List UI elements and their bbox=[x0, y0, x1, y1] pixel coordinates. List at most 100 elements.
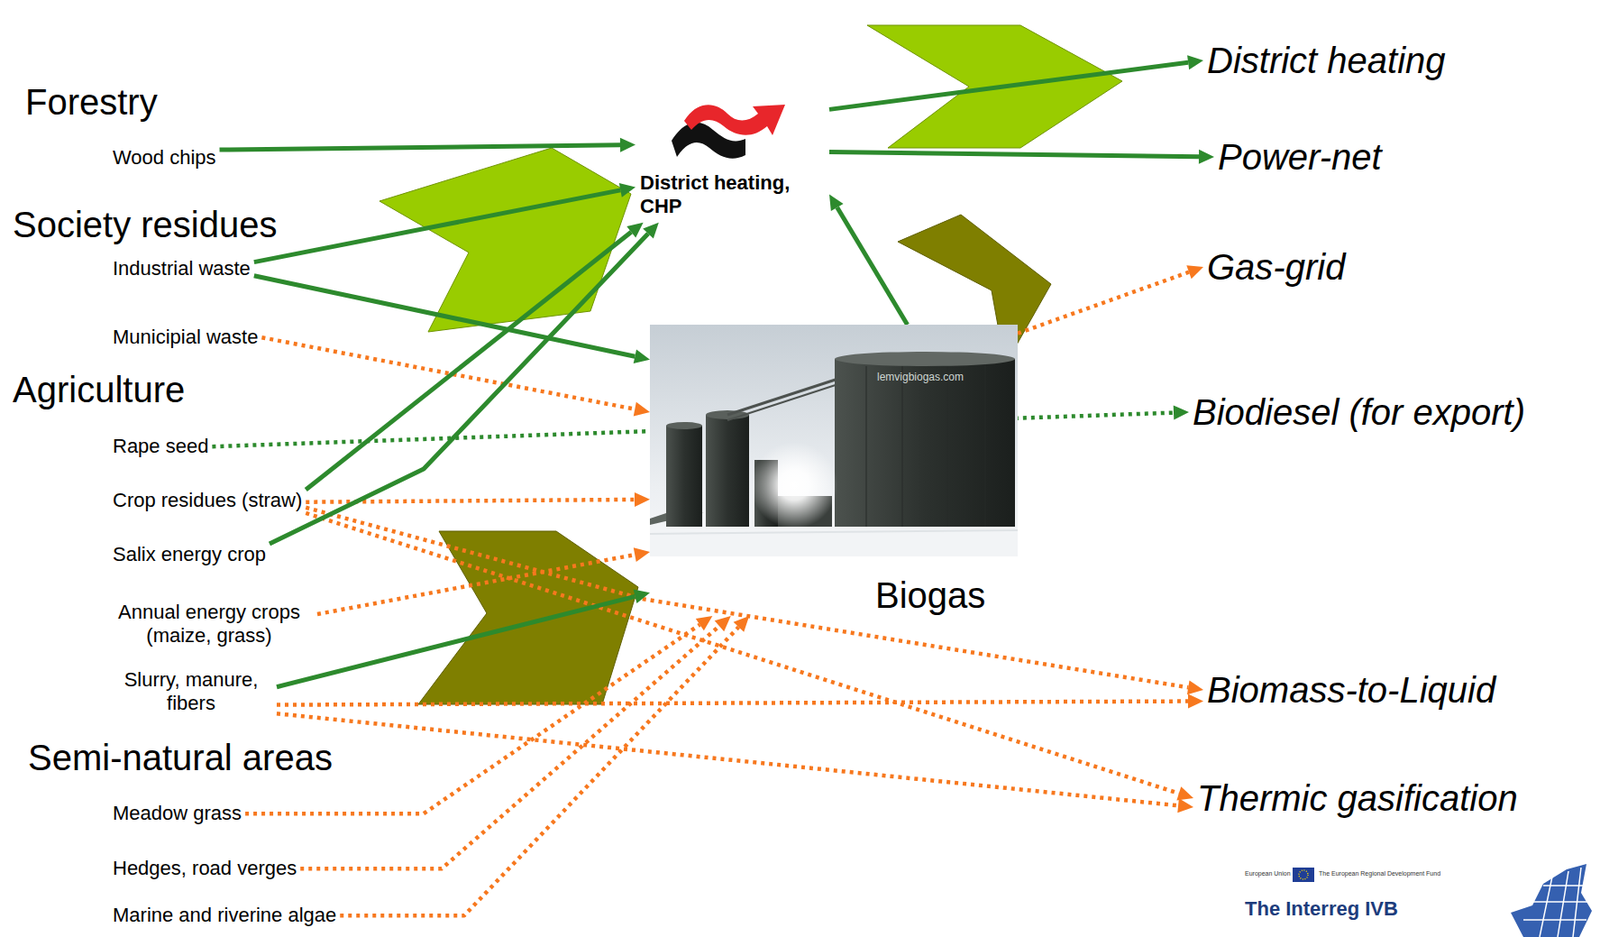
biogas-plant-photo bbox=[649, 324, 1018, 557]
arrow-head bbox=[1198, 149, 1215, 165]
arrow-head bbox=[633, 589, 650, 604]
source-item: Meadow grass bbox=[109, 799, 246, 827]
flow-line bbox=[317, 554, 635, 614]
flow-arrow bbox=[245, 615, 713, 814]
arrow-head bbox=[634, 492, 650, 507]
flow-line bbox=[837, 207, 908, 325]
node-text: District heating bbox=[1206, 39, 1446, 82]
arrow-head bbox=[633, 348, 650, 364]
flow-line bbox=[261, 337, 635, 409]
flow-arrow bbox=[269, 222, 659, 544]
flow-arrow bbox=[829, 149, 1215, 165]
source-item: Crop residues (straw) bbox=[109, 486, 306, 514]
arrow-head bbox=[1186, 265, 1204, 279]
flow-line bbox=[1017, 272, 1189, 334]
flow-line bbox=[829, 151, 1199, 156]
flow-arrow bbox=[1017, 265, 1204, 333]
arrow-head bbox=[714, 615, 732, 631]
source-item: Wood chips bbox=[109, 144, 220, 172]
flow-arrow bbox=[276, 713, 1194, 813]
section-heading: Forestry bbox=[25, 81, 158, 123]
arrow-head bbox=[633, 547, 650, 562]
arrow-head bbox=[1176, 786, 1194, 800]
flow-arrow bbox=[219, 137, 636, 153]
section-heading: Semi-natural areas bbox=[27, 736, 333, 778]
flow-line bbox=[305, 231, 631, 490]
output-item: Biomass-to-Liquid bbox=[1203, 667, 1500, 713]
arrow-head bbox=[733, 615, 750, 632]
flow-line bbox=[254, 275, 636, 357]
arrow-head bbox=[642, 222, 659, 239]
section-heading: Society residues bbox=[12, 203, 277, 246]
flow-arrow bbox=[305, 222, 643, 490]
arrow-head bbox=[1188, 694, 1204, 709]
node-text: Hedges, road verges bbox=[112, 856, 297, 880]
node-text: Biogas bbox=[875, 574, 986, 616]
flow-line bbox=[276, 713, 1179, 805]
source-item: Annual energy crops (maize, grass) bbox=[100, 598, 318, 650]
flow-arrow bbox=[276, 589, 650, 687]
flow-arrow bbox=[254, 275, 650, 364]
arrow-head bbox=[1187, 54, 1204, 70]
node-text: Meadow grass bbox=[112, 801, 242, 825]
eu-flag bbox=[1292, 867, 1315, 882]
programme-logo-text: The Interreg IVB bbox=[1244, 896, 1399, 920]
node-text: Salix energy crop bbox=[112, 542, 266, 567]
node-text: Slurry, manure, fibers bbox=[109, 667, 274, 716]
source-item: Slurry, manure, fibers bbox=[105, 666, 277, 718]
funding-note: European Union bbox=[1244, 869, 1291, 878]
flow-line bbox=[305, 507, 1189, 687]
arrow-head bbox=[1177, 797, 1194, 813]
output-item: Biodiesel (for export) bbox=[1188, 389, 1529, 435]
biogas-plant-node: Biogas bbox=[649, 324, 1018, 616]
arrow-head bbox=[1173, 405, 1189, 421]
funding-note: The European Regional Development Fund bbox=[1318, 869, 1441, 878]
flow-arrow bbox=[339, 615, 750, 915]
flow-arrow bbox=[300, 615, 732, 869]
flow-arrow bbox=[829, 193, 908, 325]
flow-line bbox=[305, 512, 1180, 794]
output-item: District heating bbox=[1203, 37, 1450, 83]
source-item: Rape seed bbox=[109, 432, 212, 460]
source-item: Marine and riverine algae bbox=[109, 901, 340, 929]
arrow-head bbox=[619, 182, 636, 198]
flow-line bbox=[339, 626, 739, 915]
flow-line bbox=[829, 62, 1189, 110]
flow-line bbox=[276, 701, 1189, 705]
arrow-head bbox=[695, 615, 714, 631]
flow-line bbox=[254, 190, 621, 263]
flow-line bbox=[300, 625, 720, 869]
flow-line bbox=[219, 145, 621, 150]
arrow-head bbox=[1187, 679, 1204, 695]
node-text: Power-net bbox=[1217, 136, 1382, 178]
flow-arrow bbox=[254, 182, 636, 263]
node-text: Biomass-to-Liquid bbox=[1206, 668, 1496, 711]
arrow-head bbox=[633, 402, 650, 417]
source-item: Salix energy crop bbox=[109, 540, 270, 568]
tank-lettering: lemvigbiogas.com bbox=[877, 371, 964, 384]
chevron-arrow bbox=[379, 147, 631, 332]
node-text: Annual energy crops (maize, grass) bbox=[104, 600, 314, 649]
interreg-map-logo bbox=[1510, 863, 1592, 937]
arrow-head bbox=[829, 193, 844, 211]
node-text: Gas-grid bbox=[1206, 246, 1345, 288]
arrow-head bbox=[626, 222, 643, 238]
output-item: Thermic gasification bbox=[1193, 775, 1522, 821]
node-text: Rape seed bbox=[112, 434, 209, 458]
flow-arrow bbox=[261, 337, 650, 416]
chevron-arrow bbox=[418, 530, 639, 704]
source-item: Hedges, road verges bbox=[109, 854, 301, 882]
chp-plant-node: District heating, CHP bbox=[635, 81, 830, 223]
node-text: Municipial waste bbox=[112, 325, 258, 349]
flow-line bbox=[245, 624, 700, 814]
node-text: Marine and riverine algae bbox=[112, 903, 337, 927]
source-item: Municipial waste bbox=[109, 323, 262, 351]
source-item: Industrial waste bbox=[109, 255, 255, 283]
eu-stars bbox=[1298, 869, 1308, 879]
flow-line bbox=[269, 233, 649, 544]
arrow-head bbox=[620, 137, 636, 153]
output-item: Gas-grid bbox=[1203, 244, 1349, 290]
node-text: Thermic gasification bbox=[1197, 777, 1518, 819]
section-heading: Agriculture bbox=[12, 368, 185, 411]
